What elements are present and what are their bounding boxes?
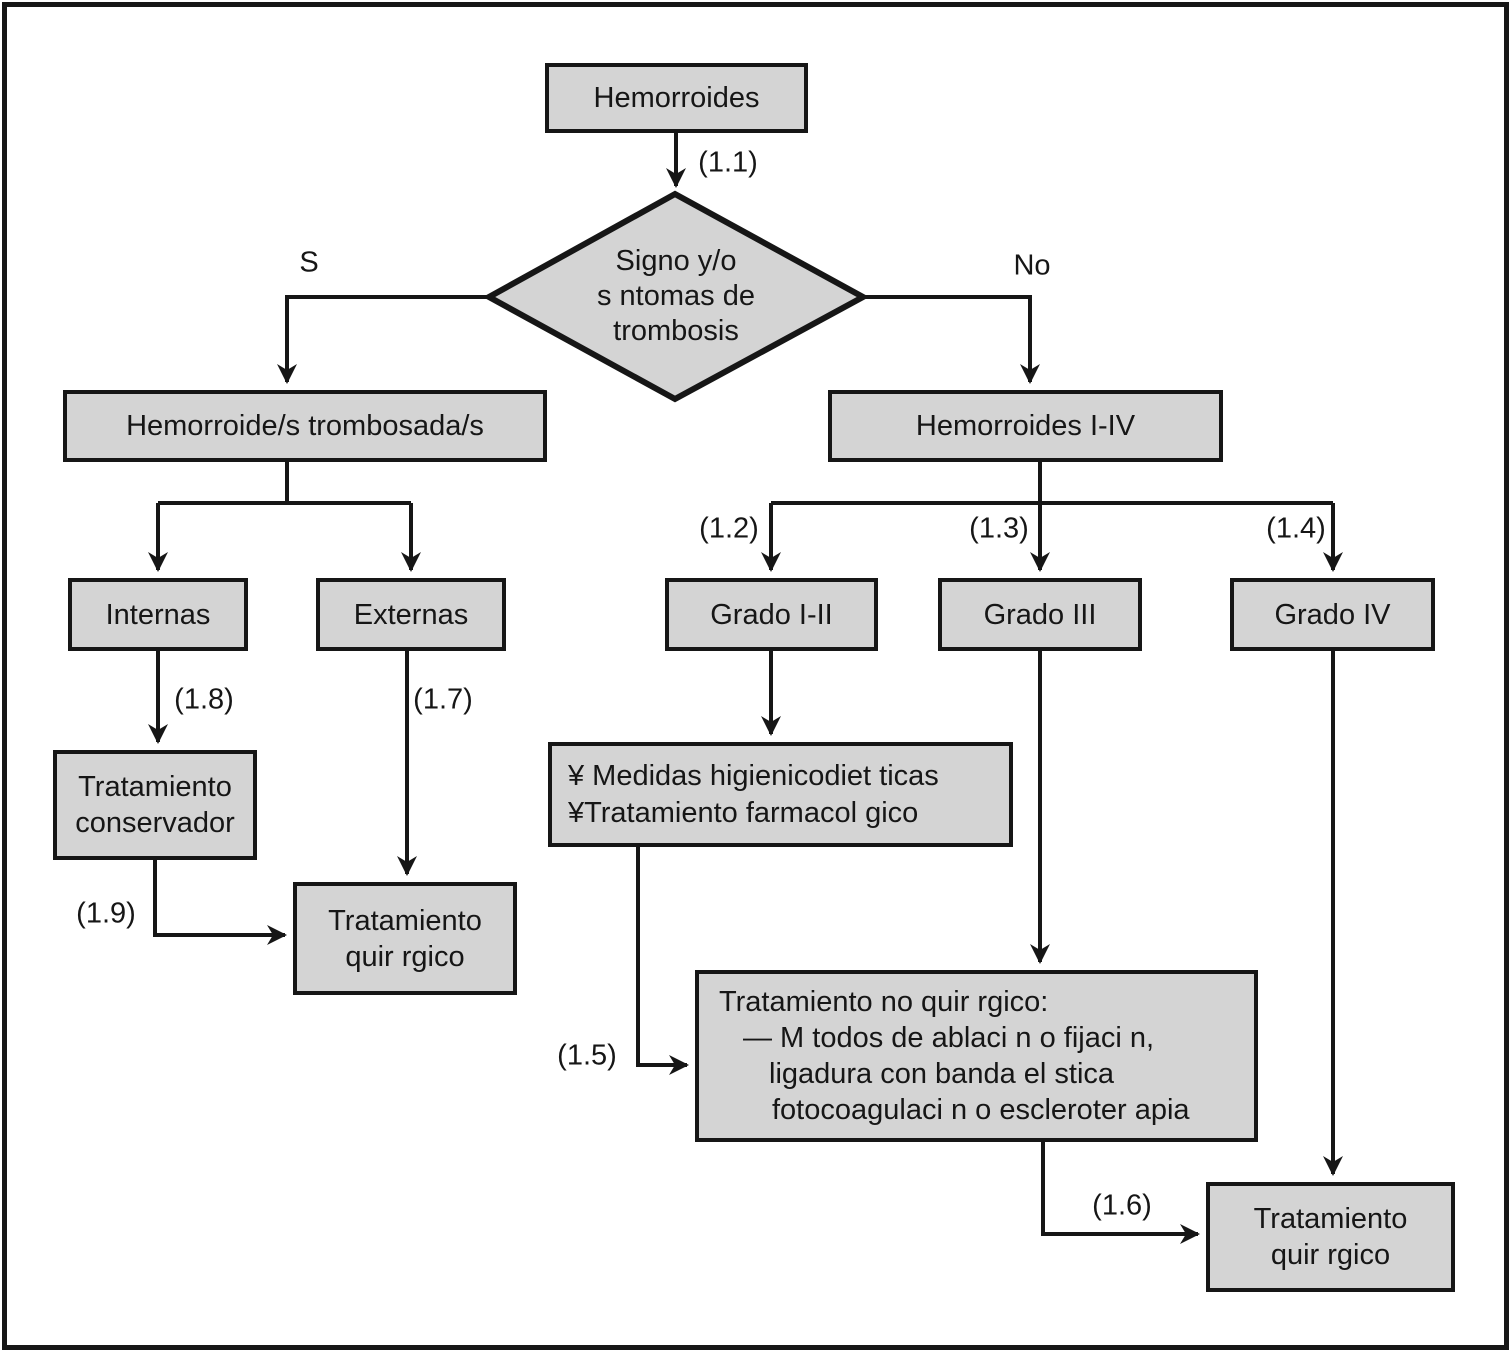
node-grado-i-ii-label: Grado I-II <box>710 598 833 631</box>
edge-label-1-5: (1.5) <box>557 1039 617 1072</box>
node-trombosadas: Hemorroide/s trombosada/s <box>63 390 547 462</box>
node-medidas-line: ¥ Medidas higienicodiet ticas <box>568 759 939 792</box>
connector-conservador-quirurgico <box>153 860 287 945</box>
node-grado-iv: Grado IV <box>1230 578 1435 651</box>
node-tratamiento-quirurgico-right: Tratamiento quir rgico <box>1206 1182 1455 1292</box>
node-internas: Internas <box>68 578 248 651</box>
decision-diamond-text: Signo y/o s ntomas de trombosis <box>536 244 816 349</box>
edge-label-no: No <box>1013 249 1051 282</box>
node-conservador-line: conservador <box>75 807 235 839</box>
connector-medidas-noquirurgico <box>636 847 689 1075</box>
node-tratamiento-quirurgico-left: Tratamiento quir rgico <box>293 882 517 995</box>
node-quirurgico-right-line: Tratamiento <box>1253 1203 1408 1235</box>
node-grado-iii: Grado III <box>938 578 1142 651</box>
decision-line: s ntomas de <box>597 280 755 312</box>
edge-label-1-8: (1.8) <box>174 683 234 716</box>
connector-trombosadas-split <box>158 462 411 505</box>
connector-noquirurgico-quirurgico <box>1041 1142 1200 1244</box>
node-quirurgico-left-line: Tratamiento <box>328 904 482 937</box>
node-grado-iii-label: Grado III <box>983 598 1097 631</box>
node-quirurgico-left-line: quir rgico <box>345 940 465 973</box>
edge-label-1-9: (1.9) <box>76 897 136 930</box>
node-medidas: ¥ Medidas higienicodiet ticas ¥Tratamien… <box>548 742 1013 847</box>
connector-yes-branch <box>277 295 490 384</box>
node-medidas-line: ¥Tratamiento farmacol gico <box>568 796 919 829</box>
decision-diamond <box>482 190 870 403</box>
node-no-quirurgico-line: ligadura con banda el stica <box>769 1058 1115 1090</box>
edge-label-yes: S <box>299 246 319 279</box>
decision-line: Signo y/o <box>615 245 737 277</box>
node-grado-iv-label: Grado IV <box>1274 598 1391 631</box>
node-internas-label: Internas <box>105 598 211 631</box>
edge-label-1-3: (1.3) <box>969 512 1029 545</box>
node-trombosadas-label: Hemorroide/s trombosada/s <box>126 410 484 442</box>
node-conservador-line: Tratamiento <box>78 771 232 803</box>
node-tratamiento-conservador: Tratamiento conservador <box>53 750 257 860</box>
edge-label-1-6: (1.6) <box>1092 1189 1152 1222</box>
node-externas: Externas <box>316 578 506 651</box>
node-hemorroides-i-iv: Hemorroides I-IV <box>828 390 1223 462</box>
node-no-quirurgico-line: — M todos de ablaci n o fijaci n, <box>743 1022 1155 1054</box>
edge-label-1-4: (1.4) <box>1266 512 1326 545</box>
node-no-quirurgico-line: fotocoagulaci n o escleroter apia <box>772 1094 1190 1126</box>
node-hemorroides: Hemorroides <box>545 63 808 133</box>
edge-label-1-1: (1.1) <box>698 146 758 179</box>
node-grado-i-ii: Grado I-II <box>665 578 878 651</box>
node-no-quirurgico-line: Tratamiento no quir rgico: <box>719 986 1049 1018</box>
node-quirurgico-right-line: quir rgico <box>1270 1239 1391 1271</box>
node-tratamiento-no-quirurgico: Tratamiento no quir rgico: — M todos de … <box>695 970 1258 1142</box>
connector-no-branch <box>863 295 1040 384</box>
edge-label-1-2: (1.2) <box>699 512 759 545</box>
node-hemorroides-i-iv-label: Hemorroides I-IV <box>915 410 1136 442</box>
node-hemorroides-label: Hemorroides <box>593 82 760 114</box>
node-externas-label: Externas <box>353 598 469 631</box>
edge-label-1-7: (1.7) <box>413 683 473 716</box>
decision-line: trombosis <box>613 315 739 347</box>
